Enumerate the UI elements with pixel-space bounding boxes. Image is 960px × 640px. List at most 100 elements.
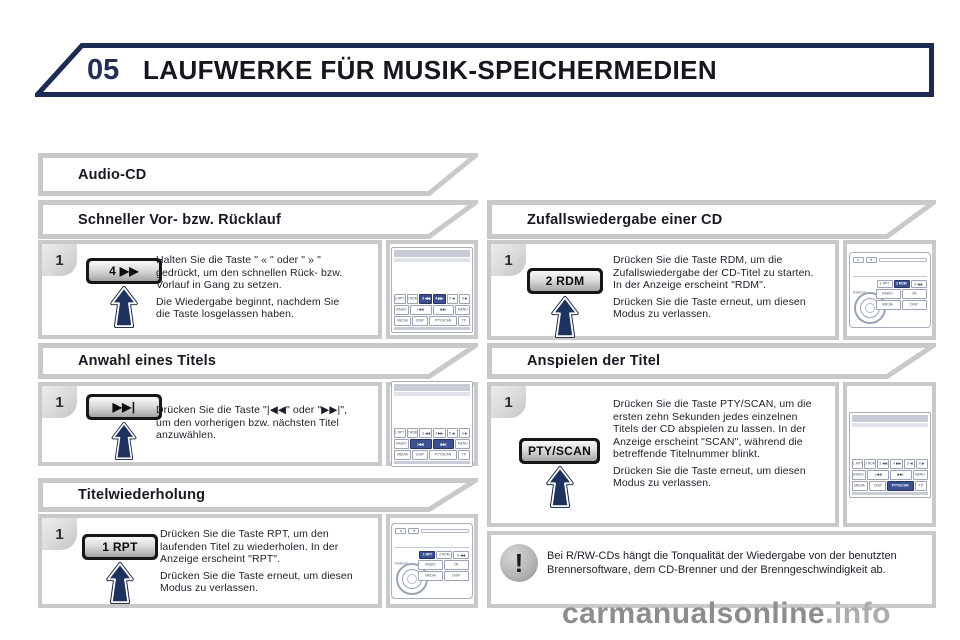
radio-key-label: 6 ▶	[919, 462, 925, 466]
instruction-paragraph: Drücken Sie die Taste "|◀◀" oder "▶▶|", …	[156, 404, 348, 441]
radio-key: 3 ◀◀	[910, 280, 927, 288]
chapter-header: 05 LAUFWERKE FÜR MUSIK-SPEICHERMEDIEN	[31, 43, 935, 97]
content-box-scan-play: 1 PTY/SCAN Drücken Sie die Taste PTY/SCA…	[487, 382, 839, 527]
key-button-label: 1 RPT	[85, 537, 155, 557]
arrow-up-icon	[545, 466, 574, 508]
key-button-rpt: 1 RPT	[82, 534, 158, 560]
radio-key: |◀◀	[867, 469, 889, 480]
radio-key-label: 2 RDM	[407, 296, 418, 301]
key-button-label: PTY/SCAN	[522, 441, 598, 461]
radio-key: 1 RPT	[876, 280, 893, 288]
radio-key-label: ◄	[412, 529, 415, 533]
radio-key-label: RADIO	[425, 563, 436, 567]
radio-key-label: ▲	[856, 258, 860, 262]
instruction-paragraph: Drücken Sie die Taste erneut, um diesen …	[160, 569, 353, 595]
radio-key-label: OK	[454, 563, 459, 567]
radio-key: RADIO	[394, 439, 409, 449]
instruction-text: Drücken Sie die Taste PTY/SCAN, um die e…	[613, 398, 825, 494]
radio-key-label: 5 ◀	[907, 462, 913, 466]
key-button-label: 2 RDM	[530, 271, 600, 291]
radio-key-label: DISP	[416, 318, 424, 323]
page-title: LAUFWERKE FÜR MUSIK-SPEICHERMEDIEN	[143, 54, 718, 85]
radio-key-label: MENU	[915, 472, 925, 477]
banner-audio-cd-label: Audio-CD	[78, 166, 147, 183]
radio-key: DISP	[901, 300, 927, 310]
key-illustration-track-select: ▶▶|	[86, 394, 162, 460]
key-button-label: ▶▶|	[89, 397, 159, 417]
instruction-paragraph: Die Wiedergabe beginnt, nachdem Sie die …	[156, 295, 340, 321]
eject-key: ▲	[852, 257, 864, 263]
radio-key-label: 2 RDM	[864, 461, 876, 466]
radio-key-label: |◀◀	[417, 308, 424, 312]
radio-key-label: 1 RPT	[422, 553, 432, 557]
banner-random-play: Zufallswiedergabe einer CD	[487, 200, 936, 239]
radio-key-label: 6 ▶	[461, 297, 468, 301]
radio-key: MEDIA	[418, 571, 443, 581]
eject-key: ◄	[865, 257, 877, 263]
knob-label: PWR/VOL	[395, 563, 409, 566]
display-strip	[394, 392, 470, 396]
radio-key: 1 RPT	[419, 551, 435, 559]
radio-key: 6 ▶	[458, 293, 470, 304]
chapter-header-outline	[31, 43, 934, 97]
radio-key-label: |◀◀	[417, 442, 424, 446]
banner-track-select: Anwahl eines Titels	[38, 343, 478, 379]
radio-key: ▶▶|	[432, 304, 455, 315]
radio-key-label: 3 ◀◀	[914, 282, 923, 286]
cd-slot	[878, 258, 927, 262]
radio-key-label: ▶▶|	[440, 308, 447, 312]
radio-key: DISP	[411, 315, 429, 326]
step-badge: 1	[42, 518, 77, 550]
radio-key: TP	[915, 480, 928, 491]
watermark: carmanualsonline.info	[562, 597, 891, 631]
radio-key-label: RADIO	[396, 307, 407, 312]
radio-key-label: RADIO	[396, 442, 407, 446]
radio-key-label: 2 RDM	[407, 431, 418, 435]
radio-key: 3 ◀◀	[419, 428, 432, 438]
radio-key-label: ▶▶|	[897, 473, 904, 477]
radio-key-label: OK	[911, 292, 917, 296]
radio-key-label: TP	[461, 453, 466, 457]
radio-key: MENU	[455, 439, 470, 449]
radio-display	[394, 397, 470, 427]
radio-key-label: 4 ▶▶	[435, 297, 444, 301]
warning-text: Bei R/RW-CDs hängt die Tonqualität der W…	[547, 550, 897, 576]
radio-key: 1 RPT	[394, 428, 406, 438]
radio-key: 5 ◀	[446, 293, 458, 304]
section-heading-scan-play: Anspielen der Titel	[527, 353, 661, 369]
radio-key-label: ▲	[399, 529, 402, 533]
radio-key: 3 ◀◀	[876, 458, 890, 469]
radio-key-label: MENU	[457, 442, 468, 446]
radio-key-label: 3 ◀◀	[457, 553, 465, 557]
panel-base	[394, 461, 470, 464]
radio-key: 2 RDM	[893, 280, 910, 288]
warning-note: ! Bei R/RW-CDs hängt die Tonqualität der…	[487, 531, 936, 608]
radio-key-row: RADIO|◀◀▶▶|MENU	[851, 469, 928, 480]
radio-key: ▶▶|	[890, 469, 912, 480]
radio-key: PTY/SCAN	[429, 450, 457, 460]
panel-base	[851, 491, 928, 495]
radio-key-label: MEDIA	[854, 483, 866, 488]
arrow-up-icon	[106, 562, 134, 604]
radio-key-label: MEDIA	[882, 303, 894, 307]
section-heading-random-play: Zufallswiedergabe einer CD	[527, 211, 723, 228]
section-heading-track-select: Anwahl eines Titels	[78, 353, 217, 369]
key-button-ffwd: 4 ▶▶	[86, 258, 162, 284]
knob-label: PWR/VOL	[853, 292, 867, 295]
radio-display	[852, 428, 928, 458]
banner-track-repeat: Titelwiederholung	[38, 478, 478, 512]
radio-key-label: 3 ◀◀	[421, 431, 430, 435]
instruction-paragraph: Drücken Sie die Taste erneut, um diesen …	[613, 464, 806, 490]
radio-key-label: PWR/VOL	[852, 291, 867, 295]
step-badge: 1	[491, 244, 526, 276]
